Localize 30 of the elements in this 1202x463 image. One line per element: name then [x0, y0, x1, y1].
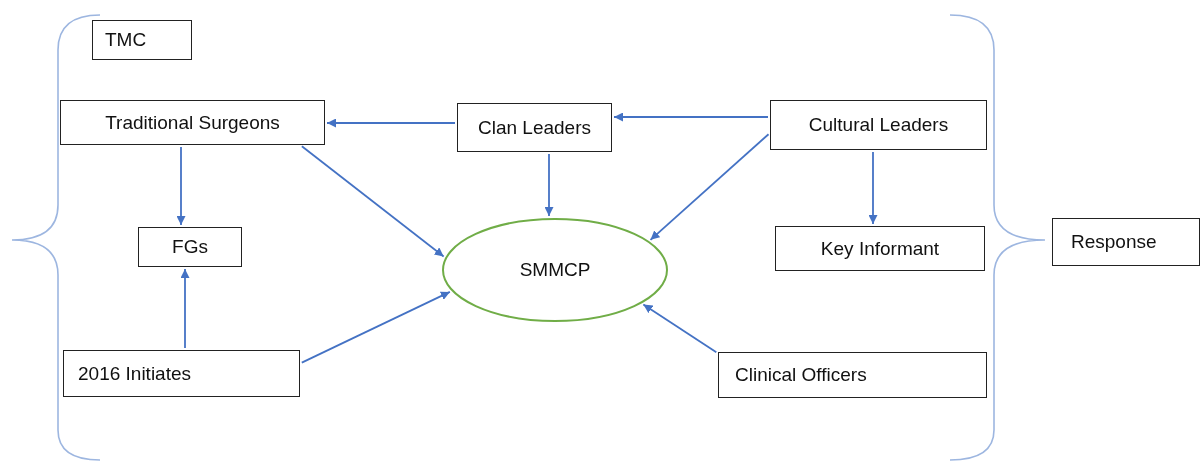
node-label: Clinical Officers	[735, 364, 867, 386]
text-box	[718, 352, 987, 398]
arrow	[642, 303, 718, 354]
node-label: TMC	[105, 29, 147, 51]
text-box	[138, 227, 242, 267]
text-box	[63, 350, 300, 397]
node-label: Clan Leaders	[478, 116, 591, 139]
arrow	[326, 118, 456, 128]
ellipse-node	[442, 218, 668, 322]
text-box	[457, 103, 612, 152]
arrow	[176, 146, 186, 226]
text-box	[92, 20, 192, 60]
node-label: Response	[1071, 231, 1157, 253]
node-label: SMMCP	[519, 259, 591, 281]
text-box	[60, 100, 325, 145]
node-label: Traditional Surgeons	[105, 111, 280, 134]
arrow	[544, 153, 554, 217]
text-box	[770, 100, 987, 150]
arrow	[300, 291, 451, 364]
text-box	[1052, 218, 1200, 266]
arrow	[649, 133, 770, 241]
arrow	[180, 268, 190, 349]
node-label: 2016 Initiates	[78, 362, 192, 385]
node-label: Cultural Leaders	[808, 114, 949, 136]
node-label: Key Informant	[820, 237, 940, 260]
arrow	[300, 145, 445, 258]
node-label: FGs	[172, 236, 208, 258]
arrow	[868, 151, 878, 225]
text-box	[775, 226, 985, 271]
arrow	[613, 112, 769, 122]
